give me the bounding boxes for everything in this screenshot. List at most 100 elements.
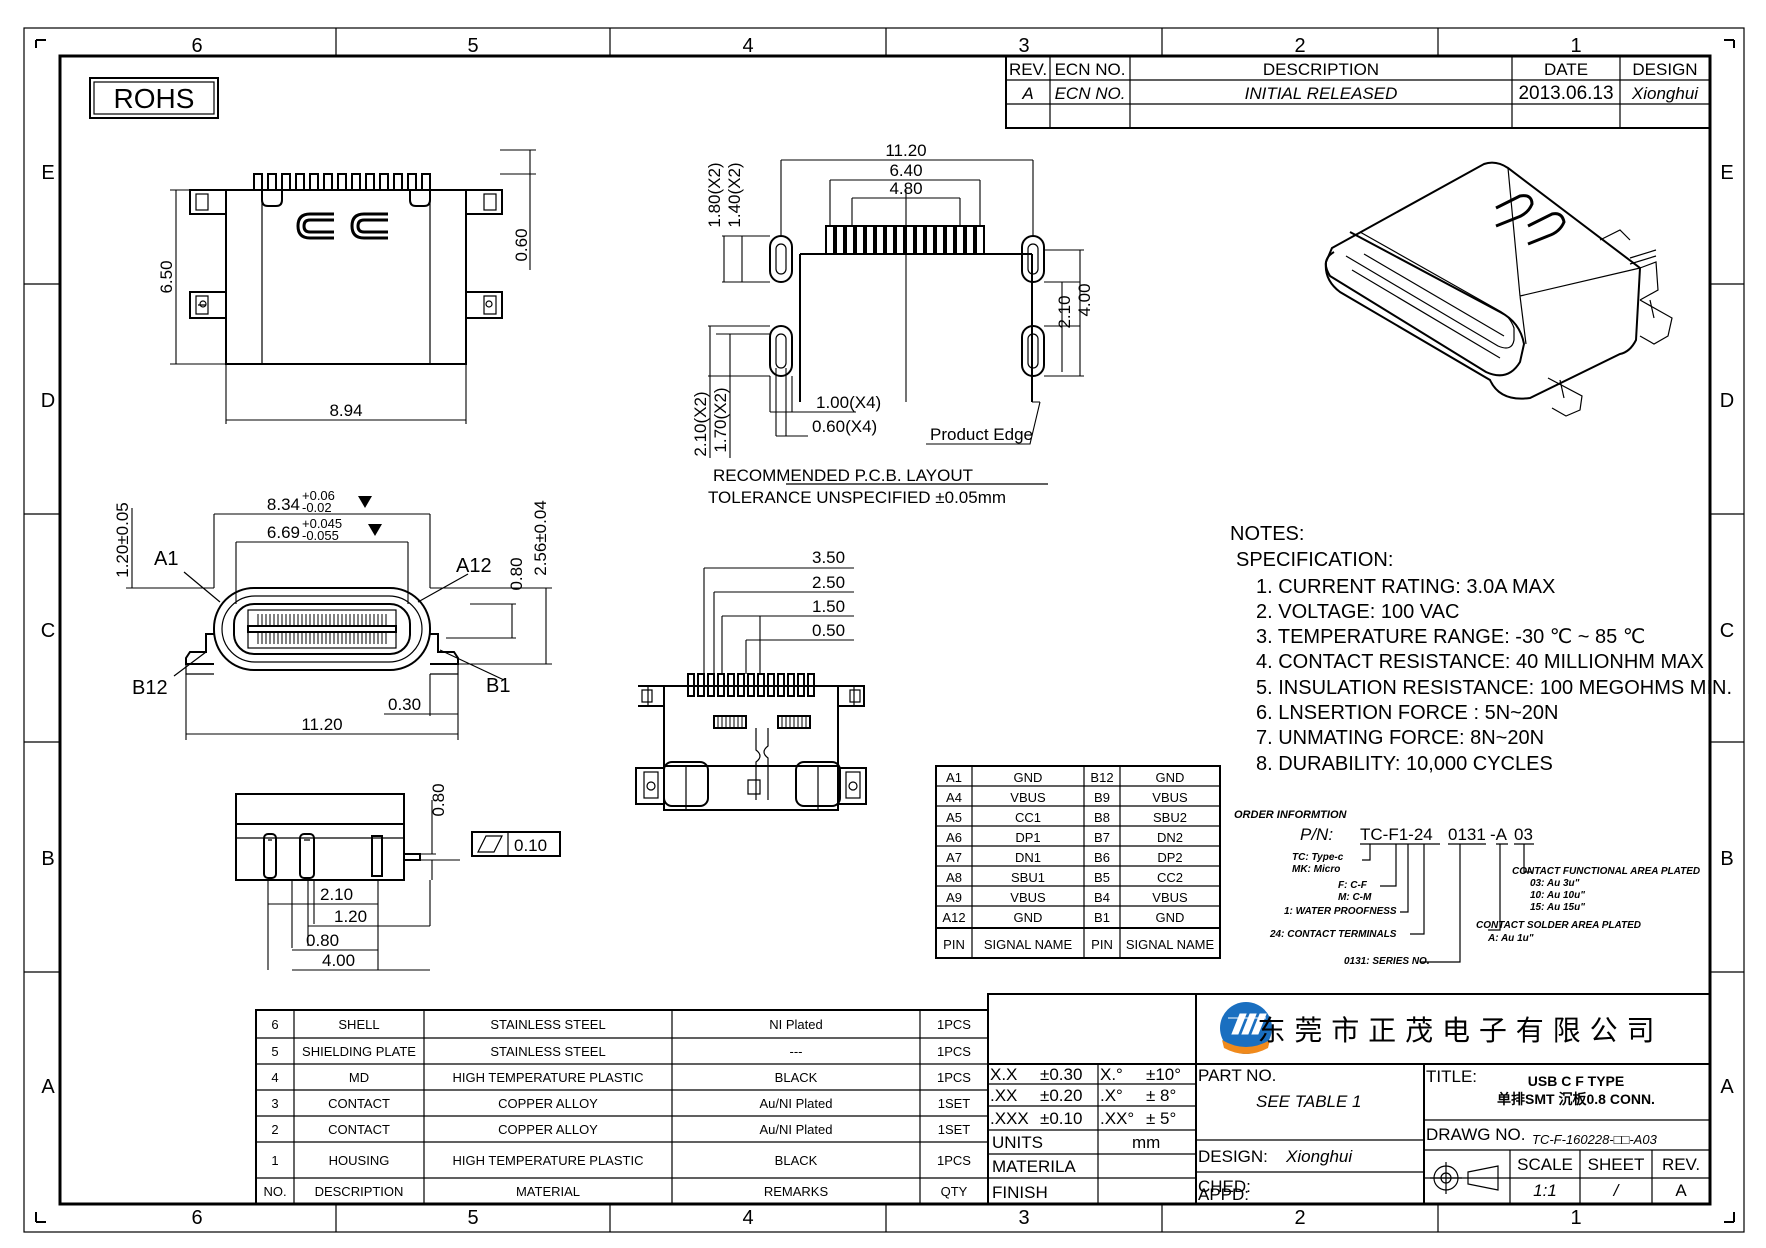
pin-table-cell: SBU1 [1011,870,1045,885]
pin-label-b1: B1 [486,675,510,697]
bom-cell: 4 [271,1070,278,1085]
bom-cell: STAINLESS STEEL [490,1017,605,1032]
rohs-label: ROHS [114,83,195,114]
order-label: CONTACT FUNCTIONAL AREA PLATED [1512,866,1700,877]
drawg-label: DRAWG NO. [1426,1125,1525,1144]
pn-part: TC-F1-24 [1360,825,1433,844]
rev-header: REV. [1009,60,1047,79]
col-label: 1 [1570,1207,1581,1229]
rev-cell: A [1021,84,1033,103]
pin-label-b12: B12 [132,677,168,699]
pin-table-cell: B8 [1094,810,1110,825]
row-label: A [41,1076,55,1098]
side-view: 0.80 0.10 2.10 1.20 0.80 4.00 [235,783,561,971]
row-label: E [41,162,54,184]
col-label: 3 [1018,1207,1029,1229]
pin-table-cell: A4 [946,790,962,805]
tol-cell: X.° [1100,1065,1123,1084]
dim-label: 2.10 [320,885,353,904]
bom-cell: HIGH TEMPERATURE PLASTIC [453,1070,644,1085]
pin-table-cell: DP2 [1157,850,1182,865]
pin-table-cell: DP1 [1015,830,1040,845]
pin-table-cell: B7 [1094,830,1110,845]
note-item: 7. UNMATING FORCE: 8N~20N [1256,727,1544,749]
pin-table-cell: A12 [942,910,965,925]
row-label: A [1720,1076,1734,1098]
dim-label: 1.00(X4) [816,393,881,412]
row-label: D [41,390,55,412]
design-value: Xionghui [1285,1147,1353,1166]
note-item: 3. TEMPERATURE RANGE: -30 ℃ ~ 85 ℃ [1256,626,1645,648]
dim-label: 1.20 [334,907,367,926]
dim-label: 1.20±0.05 [113,502,132,578]
appd-label: APPD: [1198,1185,1249,1204]
dim-label: 4.80 [889,179,922,198]
notes: NOTES: SPECIFICATION: 1. CURRENT RATING:… [1230,523,1732,775]
tol-cell: ± 5° [1146,1109,1176,1128]
col-label: 3 [1018,35,1029,57]
pin-table-cell: GND [1156,770,1185,785]
rohs-box: ROHS [89,77,219,119]
finish-label: FINISH [992,1183,1048,1202]
rev-cell: Xionghui [1631,84,1699,103]
bom-cell: 5 [271,1044,278,1059]
dim-tol-up: +0.045 [302,516,342,531]
projection-symbol-icon [1430,1162,1499,1194]
title-block: 东 莞 市 正 茂 电 子 有 限 公 司 X.X ±0.30 X.° ±10°… [987,993,1711,1205]
pin-table-cell: A7 [946,850,962,865]
dim-label: 11.20 [301,715,342,734]
materila-label: MATERILA [992,1157,1076,1176]
bom-cell: CONTACT [328,1122,390,1137]
bom-cell: HOUSING [329,1153,390,1168]
isometric-view [1324,161,1673,417]
dim-label: 0.60 [512,228,531,261]
dim-label: 1.40(X2) [725,162,744,227]
pin-table-cell: VBUS [1152,890,1188,905]
title-label: TITLE: [1426,1067,1477,1086]
dim-label: 2.10(X2) [691,391,710,456]
note-item: 8. DURABILITY: 10,000 CYCLES [1256,753,1553,775]
dim-label: 0.50 [812,621,845,640]
pin-table-cell: B1 [1094,910,1110,925]
notes-title: NOTES: [1230,523,1304,545]
rev-cell: 2013.06.13 [1518,83,1613,104]
order-label: F: C-F [1338,880,1368,891]
dim-label: 4.00 [1075,283,1094,316]
pin-table-cell: B9 [1094,790,1110,805]
bom-cell: BLACK [775,1070,818,1085]
pin-table-header: SIGNAL NAME [984,937,1073,952]
pn-part: 03 [1514,825,1533,844]
dim-label: 2.10 [1055,295,1074,328]
bom-cell: SHELL [338,1017,379,1032]
order-label: 24: CONTACT TERMINALS [1269,929,1397,940]
bom-cell: 1PCS [937,1044,971,1059]
col-label: 6 [191,35,202,57]
dim-label: 2.50 [812,573,845,592]
col-label: 2 [1294,35,1305,57]
pin-table-cell: SBU2 [1153,810,1187,825]
pin-table-cell: CC1 [1015,810,1041,825]
order-label: A: Au 1u" [1487,933,1534,944]
tol-cell: .XX [990,1086,1017,1105]
note-item: 6. LNSERTION FORCE : 5N~20N [1256,702,1559,724]
order-label: MK: Micro [1292,864,1340,875]
dim-tol-dn: -0.055 [302,528,339,543]
dim-label: 0.80 [306,931,339,950]
top-view: 6.50 0.60 8.94 [157,149,536,424]
pin-table-cell: B6 [1094,850,1110,865]
rev-label: REV. [1662,1155,1700,1174]
pin-table-header: PIN [1091,937,1113,952]
dim-label: 4.00 [322,951,355,970]
rev-header: DATE [1544,60,1588,79]
dim-tol-dn: -0.02 [302,500,332,515]
row-label: D [1720,390,1734,412]
order-label: 03: Au 3u" [1530,878,1580,889]
tol-cell: ±0.20 [1040,1086,1082,1105]
ched-label: CHED: [1198,1177,1251,1196]
bom-header: DESCRIPTION [315,1184,404,1199]
units-label: UNITS [992,1133,1043,1152]
bom-cell: --- [790,1044,803,1059]
ordering-info: ORDER INFORMTION P/N: TC-F1-24 0131 -A 0… [1234,809,1700,967]
bom-cell: 1PCS [937,1017,971,1032]
